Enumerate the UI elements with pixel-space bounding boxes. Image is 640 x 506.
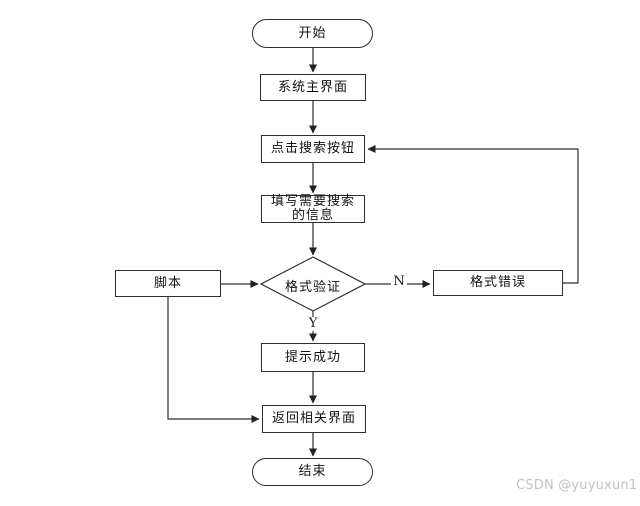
flow-node-click-search: 点击搜索按钮 (261, 135, 365, 163)
flow-node-script: 脚本 (115, 270, 221, 297)
csdn-watermark: CSDN @yuyuxun1 (516, 478, 638, 493)
flow-node-return-ui: 返回相关界面 (262, 405, 366, 433)
edge-label-no: N (391, 275, 407, 289)
flow-node-format-error: 格式错误 (433, 270, 563, 296)
flow-node-main-ui: 系统主界面 (260, 74, 366, 101)
flow-node-start: 开始 (252, 19, 373, 48)
edge-script-return (167, 297, 260, 423)
flow-node-fill-info: 填写需要搜索 的信息 (261, 195, 365, 223)
flow-node-end: 结束 (252, 458, 373, 486)
edge-label-yes: Y (306, 317, 320, 331)
edge-formaterror-clicksearch (367, 145, 579, 284)
decision-diamond-shape (259, 256, 367, 312)
flow-node-validate-label: 格式验证 (284, 280, 341, 295)
flow-node-success: 提示成功 (261, 343, 365, 372)
